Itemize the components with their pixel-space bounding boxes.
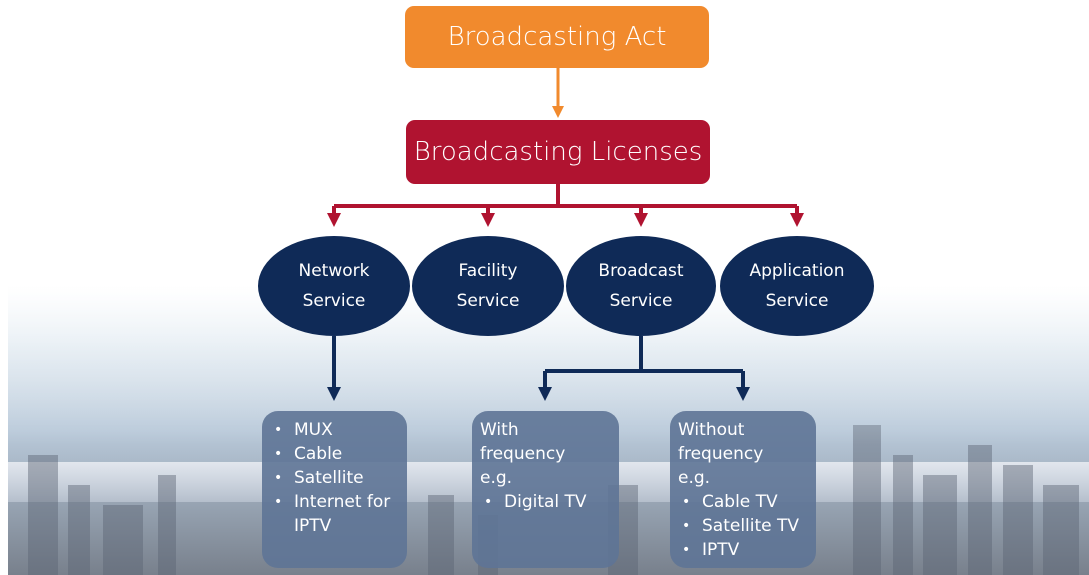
list-item: IPTV <box>678 538 808 562</box>
without-frequency-card: Without frequency e.g. Cable TV Satellit… <box>670 411 816 568</box>
list-item: Internet for IPTV <box>270 490 399 538</box>
network-service-card: MUX Cable Satellite Internet for IPTV <box>262 411 407 568</box>
broadcasting-act-label: Broadcasting Act <box>447 22 667 52</box>
broadcasting-licenses-box: Broadcasting Licenses <box>406 120 710 184</box>
broadcast-service-label: Broadcast Service <box>598 261 684 311</box>
list-item: Digital TV <box>480 490 611 514</box>
network-service-label: Network Service <box>298 261 370 311</box>
with-frequency-lead: With frequency e.g. <box>480 420 566 488</box>
application-service-node: Application Service <box>720 236 874 336</box>
network-service-node: Network Service <box>258 236 410 336</box>
broadcasting-act-box: Broadcasting Act <box>405 6 709 68</box>
broadcasting-licenses-label: Broadcasting Licenses <box>413 137 703 167</box>
list-item: Cable TV <box>678 490 808 514</box>
list-item: Cable <box>270 442 399 466</box>
without-frequency-lead: Without frequency e.g. <box>678 420 764 488</box>
list-item: Satellite <box>270 466 399 490</box>
application-service-label: Application Service <box>749 261 845 311</box>
facility-service-node: Facility Service <box>412 236 564 336</box>
list-item: Satellite TV <box>678 514 808 538</box>
broadcast-service-node: Broadcast Service <box>566 236 716 336</box>
list-item: MUX <box>270 418 399 442</box>
facility-service-label: Facility Service <box>456 261 520 311</box>
with-frequency-card: With frequency e.g. Digital TV <box>472 411 619 568</box>
